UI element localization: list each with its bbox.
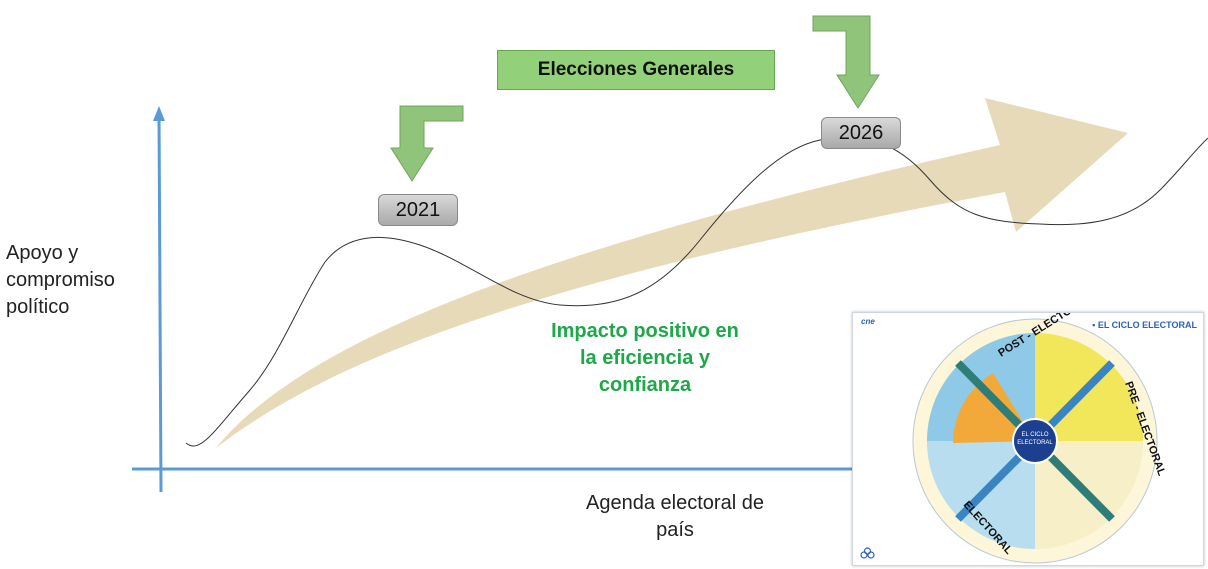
y-axis-arrowhead	[153, 106, 165, 121]
poster-title-text: EL CICLO ELECTORAL	[1097, 320, 1197, 330]
svg-text:ELECTORAL: ELECTORAL	[1017, 440, 1053, 446]
elections-banner: Elecciones Generales	[497, 50, 775, 90]
progress-arrow	[216, 98, 1128, 448]
year-label: 2021	[395, 198, 441, 221]
x-axis-label: Agenda electoral de país	[586, 492, 764, 541]
svg-text:EL CICLO: EL CICLO	[1021, 432, 1048, 438]
support-curve	[185, 137, 1208, 447]
y-axis	[157, 112, 163, 493]
electoral-cycle-wheel: EL CICLO ELECTORAL POST - ELECTORAL PRE …	[912, 313, 1168, 564]
electoral-cycle-poster: cne ▪ EL CICLO ELECTORAL EL CICLO ELECTO…	[852, 312, 1204, 566]
year-badge-2021: 2021	[378, 194, 458, 226]
poster-title: ▪ EL CICLO ELECTORAL	[1092, 320, 1197, 330]
cne-logo: cne	[861, 317, 875, 326]
impact-text: Impacto positivo en la eficiencia y conf…	[551, 320, 739, 396]
green-arrow-2026	[812, 15, 880, 109]
year-label: 2026	[838, 121, 884, 144]
banner-label: Elecciones Generales	[537, 59, 735, 80]
green-arrow-2021	[390, 105, 464, 182]
year-badge-2026: 2026	[821, 117, 901, 149]
y-axis-label: Apoyo y compromiso político	[6, 242, 115, 318]
recycle-icon	[860, 547, 875, 559]
